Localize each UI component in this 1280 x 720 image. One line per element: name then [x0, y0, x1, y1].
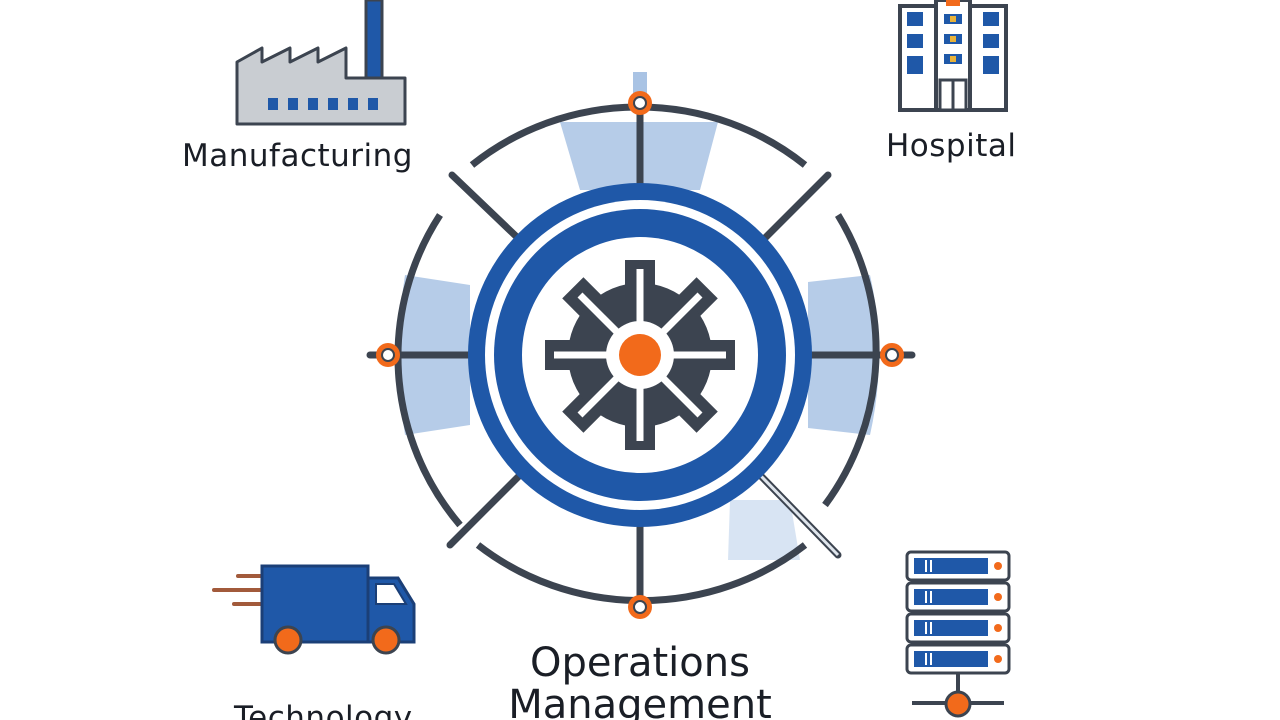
manufacturing-label: Manufacturing	[182, 138, 413, 174]
spoke-top-right	[761, 171, 832, 242]
diagram-title: Operations Management	[440, 642, 840, 720]
hospital-building-icon	[898, 0, 1008, 112]
connector-node-right	[880, 343, 904, 367]
central-hub	[468, 183, 812, 527]
connector-node-top	[628, 91, 652, 115]
wheel-segment-bottom-right	[728, 500, 800, 560]
diagram-title-line2: Management	[508, 682, 772, 720]
connector-node-left	[376, 343, 400, 367]
gear-icon	[545, 260, 735, 450]
server-rack-icon	[905, 550, 1011, 718]
outer-wheel	[366, 72, 916, 619]
connector-node-bottom	[628, 595, 652, 619]
technology-label: Technology	[234, 700, 413, 720]
gear-center-dot	[619, 334, 661, 376]
factory-icon	[235, 0, 407, 126]
outer-ring-arc-right	[822, 213, 880, 508]
diagram-title-line1: Operations	[530, 640, 750, 686]
delivery-truck-icon	[212, 564, 416, 655]
spoke-bottom-left	[446, 471, 524, 549]
outer-ring-arc-left	[394, 213, 463, 528]
hospital-label: Hospital	[886, 128, 1017, 164]
spoke-top-left	[448, 171, 524, 244]
spoke-bottom-right-highlight	[758, 473, 840, 557]
